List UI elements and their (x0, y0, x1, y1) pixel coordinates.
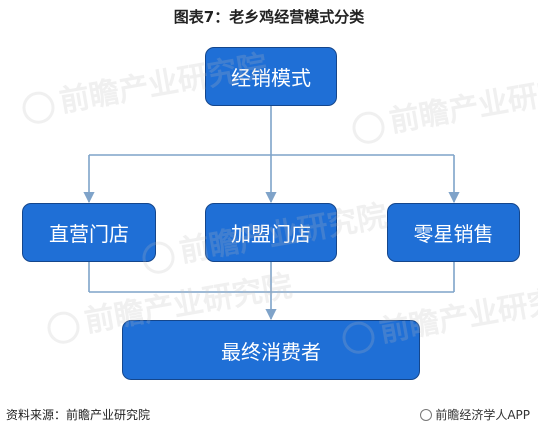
brand-name: 前瞻经济学人APP (435, 408, 530, 422)
node-retail-sales: 零星销售 (387, 203, 520, 262)
brand-credit: 前瞻经济学人APP (420, 406, 530, 423)
brand-logo-icon (420, 408, 433, 421)
source-note: 资料来源：前瞻产业研究院 (6, 408, 151, 422)
node-sales-mode: 经销模式 (205, 47, 337, 106)
node-direct-store: 直营门店 (22, 203, 156, 262)
chart-title: 图表7：老乡鸡经营模式分类 (173, 8, 365, 26)
node-end-consumer: 最终消费者 (122, 320, 420, 380)
node-franchise-store: 加盟门店 (205, 203, 337, 262)
